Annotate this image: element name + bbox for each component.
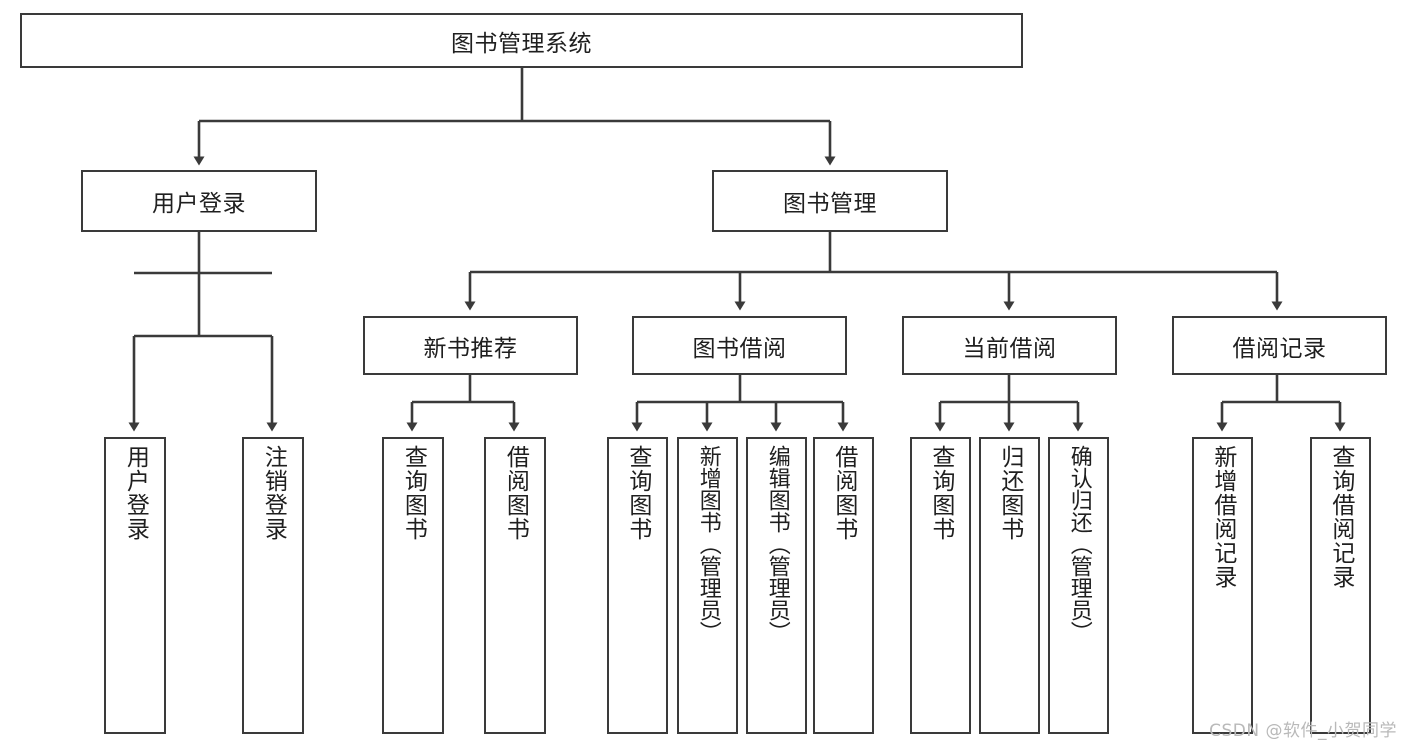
node-new-book-recommend[interactable]: 新书推荐: [363, 316, 578, 375]
node-label: 当前借阅: [962, 335, 1057, 362]
node-book-management-system[interactable]: 图书管理系统: [20, 13, 1023, 68]
node-current-borrow[interactable]: 当前借阅: [902, 316, 1117, 375]
node-label: 新增图书（管理员）: [695, 445, 721, 643]
node-label: 用户登录: [152, 191, 246, 217]
node-label: 归还图书: [996, 445, 1023, 541]
node-label: 查询借阅记录: [1327, 445, 1354, 589]
leaf-query-book-borrow[interactable]: 查询图书: [607, 437, 668, 734]
leaf-return-book[interactable]: 归还图书: [979, 437, 1040, 734]
leaf-query-book-current[interactable]: 查询图书: [910, 437, 971, 734]
node-label: 借阅图书: [830, 445, 857, 541]
node-label: 借阅记录: [1232, 335, 1327, 362]
csdn-watermark: CSDN @软件_小贺同学: [1209, 721, 1397, 741]
node-label: 借阅图书: [502, 445, 529, 541]
node-label: 确认归还（管理员）: [1066, 445, 1092, 643]
node-label: 图书管理系统: [451, 30, 592, 57]
node-label: 注销登录: [260, 445, 287, 541]
node-label: 新书推荐: [423, 335, 518, 362]
leaf-add-book[interactable]: 新增图书（管理员）: [677, 437, 738, 734]
node-book-borrow[interactable]: 图书借阅: [632, 316, 847, 375]
node-label: 查询图书: [400, 445, 427, 541]
leaf-query-borrow-record[interactable]: 查询借阅记录: [1310, 437, 1371, 734]
node-label: 用户登录: [122, 445, 149, 541]
node-label: 查询图书: [624, 445, 651, 541]
node-label: 新增借阅记录: [1209, 445, 1236, 589]
node-label: 图书管理: [783, 191, 877, 217]
node-user-login[interactable]: 用户登录: [81, 170, 317, 232]
leaf-edit-book[interactable]: 编辑图书（管理员）: [746, 437, 807, 734]
leaf-borrow-book-borrow[interactable]: 借阅图书: [813, 437, 874, 734]
leaf-user-login[interactable]: 用户登录: [104, 437, 166, 734]
node-label: 查询图书: [927, 445, 954, 541]
node-book-management[interactable]: 图书管理: [712, 170, 948, 232]
node-label: 编辑图书（管理员）: [764, 445, 790, 643]
leaf-borrow-book-recommend[interactable]: 借阅图书: [484, 437, 546, 734]
node-borrow-record[interactable]: 借阅记录: [1172, 316, 1387, 375]
node-label: 图书借阅: [692, 335, 787, 362]
leaf-confirm-return[interactable]: 确认归还（管理员）: [1048, 437, 1109, 734]
leaf-logout-login[interactable]: 注销登录: [242, 437, 304, 734]
leaf-add-borrow-record[interactable]: 新增借阅记录: [1192, 437, 1253, 734]
leaf-query-book-recommend[interactable]: 查询图书: [382, 437, 444, 734]
